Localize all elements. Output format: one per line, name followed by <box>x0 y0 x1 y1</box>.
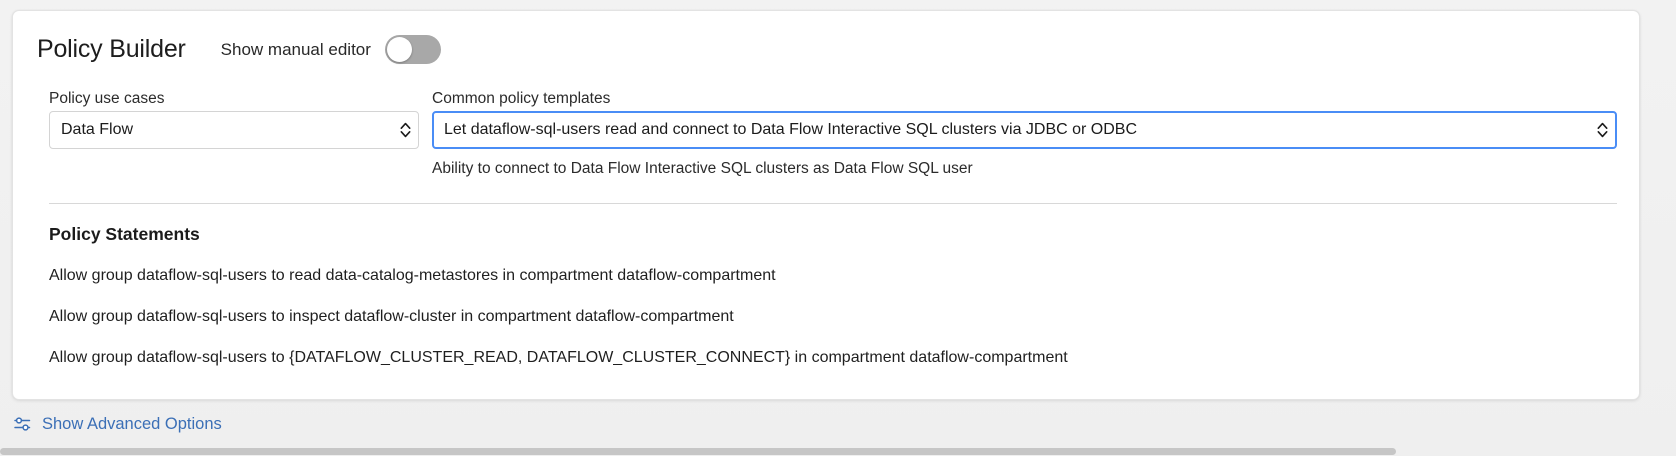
chevron-up-down-icon <box>1589 120 1615 140</box>
chevron-up-down-icon <box>392 120 418 140</box>
template-helper-text: Ability to connect to Data Flow Interact… <box>432 160 973 177</box>
common-policy-templates-select[interactable]: Let dataflow-sql-users read and connect … <box>432 111 1617 149</box>
common-policy-templates-value: Let dataflow-sql-users read and connect … <box>444 122 1138 138</box>
policy-statement-item: Allow group dataflow-sql-users to inspec… <box>49 308 734 325</box>
sliders-icon <box>12 414 32 434</box>
show-manual-editor-toggle[interactable] <box>384 35 441 64</box>
policy-use-cases-value: Data Flow <box>61 122 134 138</box>
common-policy-templates-label: Common policy templates <box>432 90 611 107</box>
show-manual-editor-label: Show manual editor <box>220 40 371 59</box>
policy-builder-card: Policy Builder Show manual editor Policy… <box>12 10 1640 400</box>
scrollbar-thumb[interactable] <box>0 448 1396 455</box>
section-divider <box>49 203 1617 204</box>
toggle-knob <box>386 37 412 62</box>
show-advanced-options-label: Show Advanced Options <box>42 414 222 433</box>
page-title: Policy Builder <box>37 35 186 63</box>
policy-statements-title: Policy Statements <box>49 224 200 244</box>
horizontal-scrollbar[interactable] <box>0 447 1676 456</box>
policy-statement-item: Allow group dataflow-sql-users to {DATAF… <box>49 349 1068 366</box>
header-row: Policy Builder Show manual editor <box>37 35 441 64</box>
policy-use-cases-select[interactable]: Data Flow <box>49 111 419 149</box>
policy-statement-item: Allow group dataflow-sql-users to read d… <box>49 267 776 284</box>
policy-statements-list: Allow group dataflow-sql-users to read d… <box>49 268 1615 391</box>
policy-use-cases-label: Policy use cases <box>49 90 165 107</box>
show-advanced-options-link[interactable]: Show Advanced Options <box>12 414 222 434</box>
